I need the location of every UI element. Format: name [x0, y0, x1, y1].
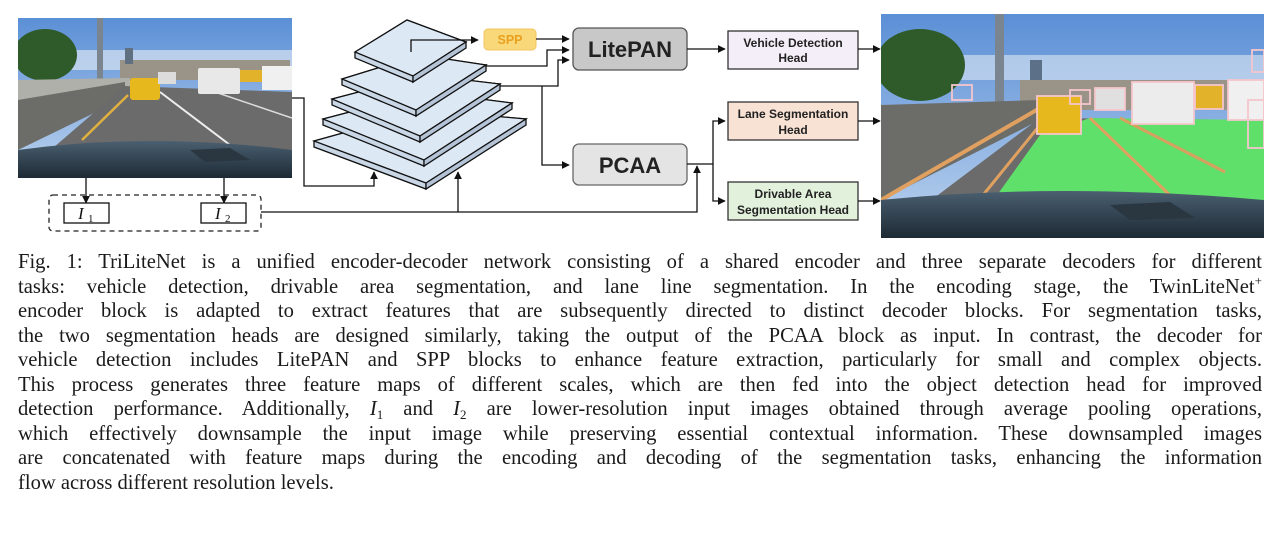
litepan-label: LitePAN — [588, 37, 672, 62]
bbox — [1036, 95, 1082, 135]
bbox — [1247, 99, 1264, 149]
vehicle-detection-head: Vehicle Detection Head — [727, 30, 859, 70]
caption-line-text: tasks: vehicle detection, drivable area … — [18, 275, 1255, 298]
output-image — [881, 14, 1264, 238]
drivable-area-segmentation-head: Drivable Area Segmentation Head — [727, 181, 859, 221]
lane-line — [1088, 116, 1182, 207]
input-image — [18, 18, 292, 178]
lane-head-line1: Lane Segmentation — [738, 107, 849, 121]
pcaa-label: PCAA — [599, 153, 661, 178]
tree — [18, 29, 77, 81]
caption-line: Fig. 1: TriLiteNet is a unified encoder-… — [18, 251, 1262, 273]
spp-label: SPP — [497, 33, 522, 47]
caption-text: and — [383, 398, 454, 420]
pcaa-block: PCAA — [572, 143, 688, 186]
caption-text: detection performance. Additionally, — [18, 398, 370, 420]
lane-line — [881, 106, 1042, 202]
vehicle-head-line1: Vehicle Detection — [743, 36, 842, 50]
bbox — [1251, 49, 1264, 73]
bbox — [1194, 84, 1224, 110]
lane-line — [1119, 116, 1226, 174]
input-i1-box: I 1 — [63, 202, 110, 225]
bbox — [951, 84, 973, 101]
drivable-head-line1: Drivable Area — [755, 187, 832, 201]
drivable-head-line2: Segmentation Head — [737, 203, 849, 217]
caption-line: vehicle detection includes LitePAN and S… — [18, 349, 1262, 371]
caption-line: the two segmentation heads are designed … — [18, 324, 1262, 347]
math-i1: I1 — [369, 398, 384, 422]
litepan-block: LitePAN — [572, 27, 688, 71]
lane-line — [973, 124, 1042, 206]
lane-head-line2: Head — [778, 123, 807, 137]
caption-line: flow across different resolution levels. — [18, 471, 334, 494]
white-van — [198, 68, 240, 94]
i1-symbol: I — [77, 204, 85, 223]
caption-text: are lower-resolution input images obtain… — [466, 398, 1262, 420]
vehicle-bboxes — [951, 49, 1264, 149]
lane-segmentation-head: Lane Segmentation Head — [727, 101, 859, 141]
downsampled-inputs-group — [48, 194, 262, 232]
bbox — [1094, 87, 1126, 111]
tree — [881, 29, 965, 101]
figure-caption: Fig. 1: TriLiteNet is a unified encoder-… — [18, 250, 1262, 495]
vehicle-head-line2: Head — [778, 51, 807, 65]
caption-line: This process generates three feature map… — [18, 373, 1262, 396]
caption-line: are concatenated with feature maps durin… — [18, 447, 1262, 469]
bbox — [1131, 81, 1195, 125]
spp-block: SPP — [483, 28, 537, 51]
bbox — [1069, 89, 1091, 105]
caption-line: encoder block is adapted to extract feat… — [18, 300, 1262, 322]
superscript-plus: + — [1254, 272, 1262, 288]
i2-symbol: I — [214, 204, 222, 223]
drivable-area-overlay — [990, 118, 1264, 210]
input-i2-box: I 2 — [200, 202, 247, 225]
architecture-diagram: I 1 I 2 — [18, 14, 1264, 238]
caption-line: tasks: vehicle detection, drivable area … — [18, 272, 1262, 300]
caption-line: which effectively downsample the input i… — [18, 422, 1262, 445]
encoder-layer-2 — [340, 54, 488, 118]
i1-subscript: 1 — [88, 213, 94, 225]
caption-line: detection performance. Additionally, I1 … — [18, 397, 1262, 422]
i2-subscript: 2 — [225, 213, 231, 225]
math-i2: I2 — [453, 398, 467, 422]
yellow-taxi — [130, 78, 160, 100]
encoder-pyramid — [311, 19, 528, 191]
